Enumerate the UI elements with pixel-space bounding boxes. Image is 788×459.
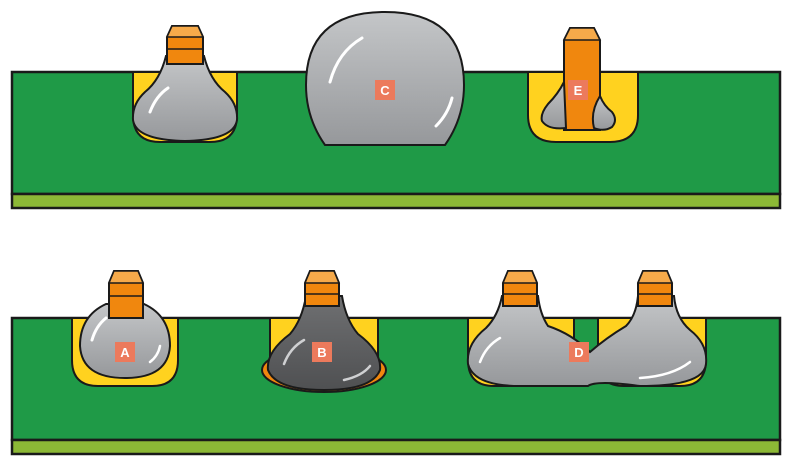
highlight (148, 344, 162, 364)
joint-b: B (261, 270, 387, 393)
label-c-box (375, 80, 395, 100)
pin-bevel (562, 27, 602, 41)
pin-bevel (303, 270, 341, 284)
label-a: A (120, 345, 130, 360)
joint-c: C (304, 10, 466, 146)
joint-e: E (527, 27, 639, 143)
label-e: E (574, 83, 583, 98)
joint-a: A (71, 270, 179, 387)
label-d: D (574, 345, 583, 360)
solder-fillet (131, 55, 239, 143)
solder-ball (304, 10, 466, 146)
highlight (478, 336, 502, 364)
highlight (282, 338, 306, 366)
pin-left-bevel (501, 270, 539, 284)
joint-d: D (466, 270, 708, 388)
label-b-box (312, 342, 332, 362)
solder-blob-left (540, 78, 568, 130)
pin-bevel (107, 270, 145, 284)
label-a-box (115, 342, 135, 362)
highlight (434, 96, 454, 128)
solder-blob-right (591, 93, 616, 131)
pin-right-bevel (636, 270, 674, 284)
label-c: C (380, 83, 390, 98)
highlight (342, 364, 372, 382)
label-b: B (317, 345, 326, 360)
pin-bevel (165, 25, 205, 38)
bottom-board-base (10, 438, 782, 456)
label-d-box (569, 342, 589, 362)
highlight (148, 86, 170, 114)
highlight (328, 36, 364, 84)
highlight (90, 316, 108, 342)
label-e-box (568, 80, 588, 100)
joint-top-left (131, 25, 239, 143)
top-board-base (10, 192, 782, 210)
highlight (638, 360, 692, 380)
